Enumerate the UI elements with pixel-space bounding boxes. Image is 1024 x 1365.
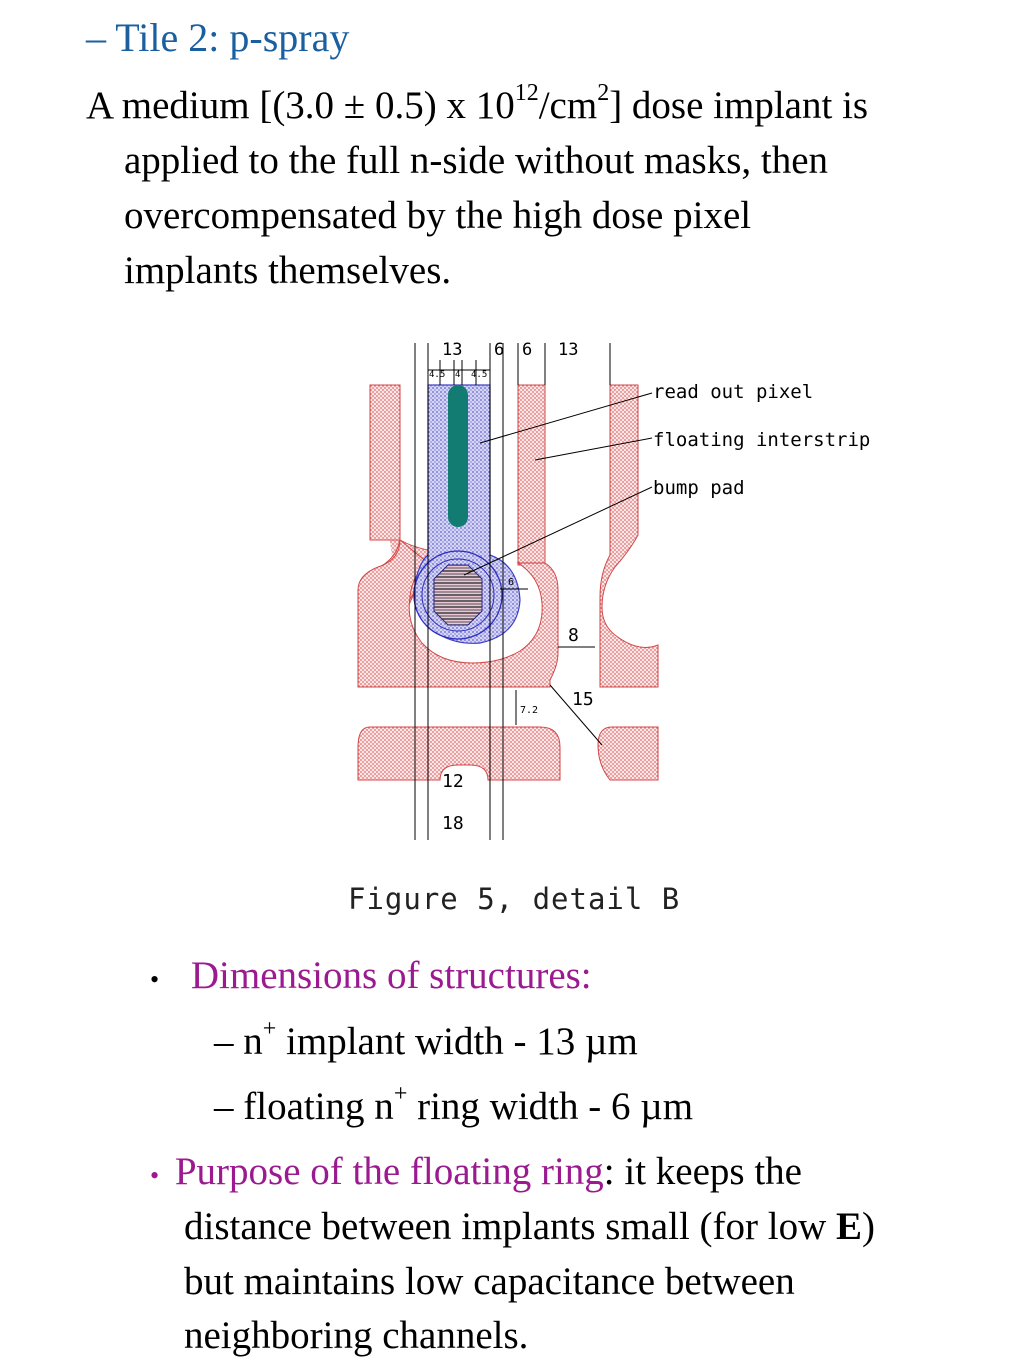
- heading-text: Tile 2: p-spray: [115, 15, 350, 60]
- callout-labels: read out pixel floating interstrip bump …: [653, 381, 870, 499]
- label-bump-pad: bump pad: [653, 477, 745, 499]
- svg-text:4.5: 4.5: [429, 370, 445, 380]
- bullet-purpose: • Purpose of the floating ring: it keeps…: [150, 1150, 802, 1193]
- pixel-layout-figure: 13 6 6 13 4.5 4 4.5 read out pixel float…: [357, 340, 870, 840]
- dim-13-left: 13: [442, 340, 462, 360]
- paragraph-line-4: implants themselves.: [124, 249, 452, 292]
- svg-text:4.5: 4.5: [471, 370, 487, 380]
- dimensions-title: Dimensions of structures:: [190, 954, 592, 997]
- svg-text:4: 4: [455, 370, 460, 380]
- sub-bullet-implant-width: – n+ implant width - 13 µm: [214, 1016, 638, 1063]
- paragraph-line-1: A medium [(3.0 ± 0.5) x 1012/cm2] dose i…: [86, 80, 869, 127]
- red-implant-main: [357, 384, 659, 781]
- bump-pad: [433, 564, 483, 626]
- dim-6-a: 6: [494, 340, 504, 360]
- paragraph-line-3: overcompensated by the high dose pixel: [124, 194, 752, 237]
- dimension-lines: [414, 343, 653, 840]
- small-dimension-labels: 4.5 4 4.5: [429, 370, 487, 380]
- svg-text:8: 8: [568, 625, 579, 646]
- intro-paragraph: A medium [(3.0 ± 0.5) x 1012/cm2] dose i…: [86, 78, 1016, 298]
- purpose-line-2: distance between implants small (for low…: [184, 1205, 876, 1248]
- paragraph-line-2: applied to the full n-side without masks…: [124, 139, 829, 182]
- svg-text:12: 12: [442, 771, 464, 792]
- svg-text:6: 6: [508, 577, 514, 588]
- svg-text:7.2: 7.2: [520, 705, 538, 716]
- bullet-dimensions: • Dimensions of structures:: [150, 948, 592, 1007]
- top-dimension-labels: 13 6 6 13: [442, 340, 578, 360]
- sub-bullet-ring-width: – floating n+ ring width - 6 µm: [214, 1081, 694, 1128]
- figure-caption: Figure 5, detail B: [348, 882, 681, 916]
- bullet-dot: •: [150, 965, 160, 994]
- purpose-title: Purpose of the floating ring: [174, 1150, 604, 1193]
- dim-13-right: 13: [558, 340, 578, 360]
- label-read-out-pixel: read out pixel: [653, 381, 813, 403]
- purpose-line-4: neighboring channels.: [184, 1314, 529, 1357]
- readout-electrode: [448, 385, 468, 527]
- slide-subheading: – Tile 2: p-spray: [86, 14, 349, 61]
- label-floating-interstrip: floating interstrip: [653, 429, 870, 451]
- heading-dash: –: [86, 15, 106, 60]
- svg-text:15: 15: [572, 689, 594, 710]
- purpose-line-3: but maintains low capacitance between: [184, 1260, 795, 1303]
- inner-dimension-labels: 6 8 15 7.2 12 18: [442, 577, 594, 834]
- dim-6-b: 6: [522, 340, 532, 360]
- svg-text:18: 18: [442, 813, 464, 834]
